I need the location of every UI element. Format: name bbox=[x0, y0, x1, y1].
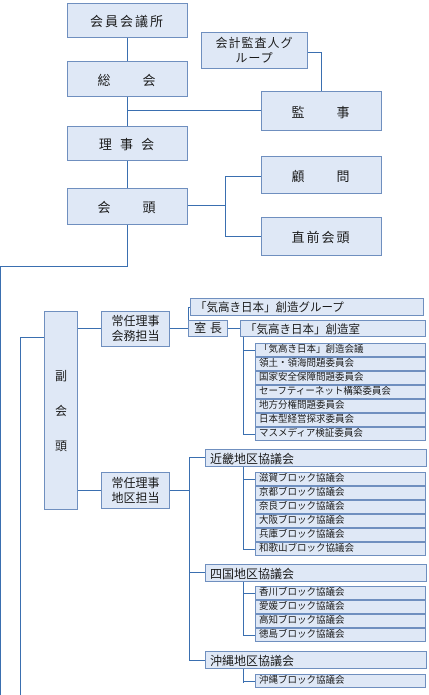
connector bbox=[20, 337, 21, 695]
advisors-box: 顧 問 bbox=[261, 156, 382, 194]
connector bbox=[243, 635, 255, 636]
connector bbox=[243, 549, 255, 550]
region-kinki-label: 近畿地区協議会 bbox=[210, 451, 295, 466]
region-kinki-box: 近畿地区協議会 bbox=[205, 449, 427, 467]
auditors-label: 監 事 bbox=[291, 105, 352, 121]
connector bbox=[0, 266, 1, 695]
connector bbox=[189, 457, 205, 458]
region-okinawa-label: 沖縄地区協議会 bbox=[210, 653, 295, 668]
connector bbox=[0, 266, 128, 267]
connector bbox=[127, 110, 261, 111]
vice-president-char: 頭 bbox=[54, 439, 67, 453]
list-item: 国家安全保障問題委員会 bbox=[255, 371, 426, 385]
connector bbox=[127, 161, 128, 188]
creation-office-box: 「気高き日本」創造室 bbox=[240, 320, 426, 337]
region-shikoku-label: 四国地区協議会 bbox=[210, 566, 295, 581]
past-president-label: 直前会頭 bbox=[291, 231, 352, 246]
connector bbox=[225, 236, 261, 237]
connector bbox=[228, 328, 240, 329]
auditor-group-label: 会計監査人グループ bbox=[215, 35, 294, 65]
connector bbox=[127, 38, 128, 61]
list-item: 高知ブロック協議会 bbox=[255, 614, 426, 628]
connector bbox=[243, 337, 244, 435]
list-item: 地方分権問題委員会 bbox=[255, 399, 426, 413]
list-item: 滋賀ブロック協議会 bbox=[255, 472, 426, 486]
connector bbox=[243, 593, 255, 594]
connector bbox=[321, 52, 322, 91]
connector bbox=[170, 328, 188, 329]
list-item: 京都ブロック協議会 bbox=[255, 486, 426, 500]
connector bbox=[243, 434, 255, 435]
connector bbox=[189, 660, 205, 661]
list-item: 愛媛ブロック協議会 bbox=[255, 600, 426, 614]
business-director-line1: 常任理事 bbox=[111, 314, 160, 328]
business-director-line2: 会務担当 bbox=[111, 329, 160, 343]
board-box: 理 事 会 bbox=[67, 126, 188, 161]
connector bbox=[188, 307, 190, 308]
board-label: 理 事 会 bbox=[98, 138, 157, 153]
business-director-box: 常任理事 会務担当 bbox=[101, 311, 170, 347]
list-item: 沖縄ブロック協議会 bbox=[255, 674, 426, 688]
list-item: 奈良ブロック協議会 bbox=[255, 500, 426, 514]
members-assembly-box: 会員会議所 bbox=[67, 3, 188, 38]
connector bbox=[243, 668, 244, 683]
auditors-box: 監 事 bbox=[261, 91, 382, 131]
region-shikoku-box: 四国地区協議会 bbox=[205, 564, 427, 582]
list-item: マスメディア検証委員会 bbox=[255, 427, 426, 441]
region-director-box: 常任理事 地区担当 bbox=[101, 472, 170, 509]
connector bbox=[170, 490, 189, 491]
connector bbox=[77, 328, 101, 329]
list-item: 大阪ブロック協議会 bbox=[255, 514, 426, 528]
members-assembly-label: 会員会議所 bbox=[89, 15, 165, 30]
connector bbox=[127, 225, 128, 267]
connector bbox=[243, 466, 244, 550]
auditor-group-box: 会計監査人グループ bbox=[201, 32, 308, 69]
connector bbox=[20, 337, 44, 338]
creation-group-label: 「気高き日本」創造グループ bbox=[195, 300, 344, 314]
connector bbox=[77, 490, 101, 491]
region-director-line2: 地区担当 bbox=[111, 490, 160, 505]
office-chief-box: 室 長 bbox=[188, 320, 228, 337]
vice-president-box: 副 会 頭 bbox=[44, 311, 78, 510]
creation-group-box: 「気高き日本」創造グループ bbox=[190, 298, 424, 316]
advisors-label: 顧 問 bbox=[291, 169, 352, 185]
general-meeting-label: 総 会 bbox=[97, 73, 158, 89]
vice-president-char: 会 bbox=[54, 404, 67, 418]
creation-office-label: 「気高き日本」創造室 bbox=[245, 321, 360, 336]
president-box: 会 頭 bbox=[67, 188, 188, 225]
list-item: 日本型経営探求委員会 bbox=[255, 413, 426, 427]
region-okinawa-box: 沖縄地区協議会 bbox=[205, 651, 427, 669]
office-chief-label: 室 長 bbox=[194, 321, 222, 335]
list-item: セーフティーネット構築委員会 bbox=[255, 385, 426, 399]
connector bbox=[243, 580, 244, 636]
general-meeting-box: 総 会 bbox=[67, 61, 188, 97]
connector bbox=[188, 307, 189, 329]
vice-president-char: 副 bbox=[54, 369, 67, 383]
list-item: 「気高き日本」創造会議 bbox=[255, 343, 426, 357]
connector bbox=[189, 572, 205, 573]
list-item: 領土・領海問題委員会 bbox=[255, 357, 426, 371]
past-president-box: 直前会頭 bbox=[261, 217, 382, 256]
connector bbox=[225, 176, 226, 236]
president-label: 会 頭 bbox=[97, 201, 158, 216]
connector bbox=[243, 479, 255, 480]
list-item: 徳島ブロック協議会 bbox=[255, 628, 426, 642]
connector bbox=[243, 350, 255, 351]
region-director-line1: 常任理事 bbox=[111, 475, 160, 490]
connector bbox=[243, 681, 255, 682]
connector bbox=[225, 176, 261, 177]
list-item: 和歌山ブロック協議会 bbox=[255, 542, 426, 556]
list-item: 兵庫ブロック協議会 bbox=[255, 528, 426, 542]
connector bbox=[189, 457, 190, 660]
connector bbox=[307, 52, 322, 53]
list-item: 香川ブロック協議会 bbox=[255, 586, 426, 600]
connector bbox=[127, 97, 128, 126]
